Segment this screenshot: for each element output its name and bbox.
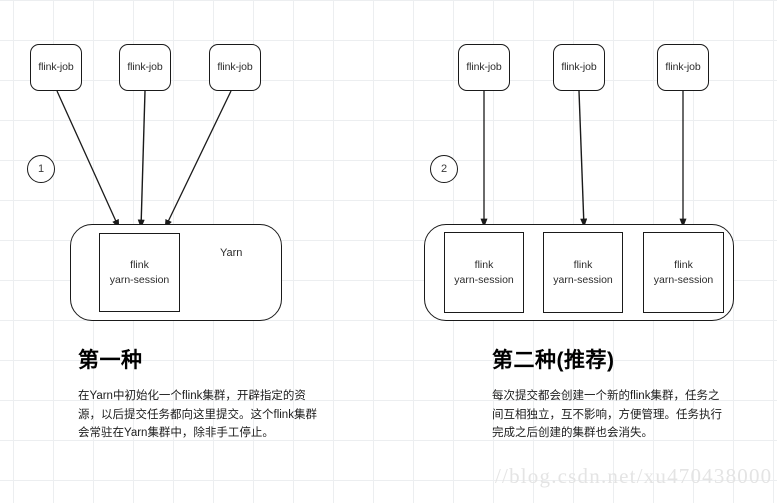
- left-yarn-session-1[interactable]: flink yarn-session: [99, 233, 180, 312]
- right-yarn-session-1-line2: yarn-session: [454, 273, 514, 286]
- arrow-job3-to-session: [164, 90, 232, 229]
- left-flink-job-3-label: flink-job: [217, 60, 253, 73]
- left-flink-job-2[interactable]: flink-job: [119, 44, 171, 91]
- right-flink-job-1[interactable]: flink-job: [458, 44, 510, 91]
- left-description: 在Yarn中初始化一个flink集群，开辟指定的资源，以后提交任务都向这里提交。…: [78, 390, 317, 440]
- left-flink-job-1-label: flink-job: [38, 60, 74, 73]
- right-yarn-session-2[interactable]: flink yarn-session: [543, 232, 623, 313]
- right-arrow-group: [480, 90, 687, 228]
- left-flink-job-2-label: flink-job: [127, 60, 163, 73]
- right-heading: 第二种(推荐): [492, 349, 615, 372]
- right-yarn-session-2-line2: yarn-session: [553, 273, 613, 286]
- right-flink-job-2-label: flink-job: [561, 60, 597, 73]
- right-yarn-session-2-line1: flink: [573, 259, 593, 272]
- arrow-job1-to-session: [56, 90, 120, 229]
- left-heading: 第一种: [78, 349, 143, 372]
- left-yarn-session-1-line2: yarn-session: [109, 273, 170, 286]
- left-yarn-session-1-line1: flink: [130, 259, 149, 272]
- right-yarn-session-3-line2: yarn-session: [653, 273, 714, 286]
- right-flink-job-3-label: flink-job: [665, 60, 701, 73]
- right-yarn-session-1-line1: flink: [474, 259, 494, 272]
- right-flink-job-3[interactable]: flink-job: [657, 44, 709, 91]
- right-flink-job-2[interactable]: flink-job: [553, 44, 605, 91]
- arrow-job2-to-session: [137, 90, 146, 229]
- left-step-number-label: 1: [37, 163, 45, 175]
- right-step-number-label: 2: [440, 163, 448, 175]
- right-yarn-session-3[interactable]: flink yarn-session: [643, 232, 724, 313]
- left-arrow-group: [56, 90, 232, 229]
- left-step-number: 1: [27, 155, 55, 183]
- right-yarn-session-3-line1: flink: [674, 259, 693, 272]
- watermark: //blog.csdn.net/xu470438000: [495, 464, 773, 488]
- right-flink-job-1-label: flink-job: [466, 60, 502, 73]
- arrow-job2-to-session: [578, 90, 588, 228]
- left-flink-job-1[interactable]: flink-job: [30, 44, 82, 91]
- right-yarn-session-1[interactable]: flink yarn-session: [444, 232, 524, 313]
- right-description: 每次提交都会创建一个新的flink集群，任务之间互相独立，互不影响，方便管理。任…: [492, 390, 722, 440]
- right-step-number: 2: [430, 155, 458, 183]
- left-flink-job-3[interactable]: flink-job: [209, 44, 261, 91]
- left-yarn-cluster-label: Yarn: [220, 247, 243, 259]
